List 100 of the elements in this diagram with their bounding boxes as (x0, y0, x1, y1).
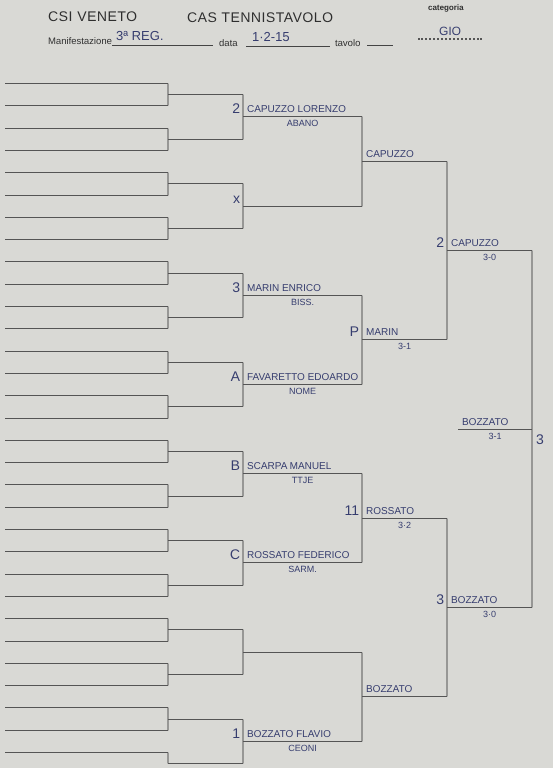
field-label: data (219, 37, 238, 51)
bracket-slot (243, 104, 362, 129)
fill-in-line: GIO (418, 24, 482, 40)
entry-detail: 3-1 (398, 340, 411, 352)
bracket-line (168, 406, 243, 407)
bracket-slot (362, 506, 447, 531)
bracket-line (5, 551, 168, 552)
bracket-line (5, 618, 168, 619)
bracket-slot (447, 595, 532, 620)
bracket-line (5, 462, 168, 463)
field-label: tavolo (335, 37, 360, 51)
bracket-line (243, 652, 362, 653)
bracket-line (5, 172, 168, 173)
bracket-line (5, 83, 168, 84)
player-name: BOZZATO (462, 417, 508, 429)
bracket-line (5, 752, 168, 753)
bracket-line (168, 228, 243, 229)
bracket-line (168, 451, 243, 452)
bracket-connector (242, 473, 244, 497)
entry-detail: CEONI (288, 742, 317, 754)
organization-name: CSI VENETO (48, 7, 138, 26)
bracket-line (5, 373, 168, 374)
bracket-line (5, 596, 168, 597)
bracket-line (5, 574, 168, 575)
bracket-line (5, 641, 168, 642)
bracket-connector (446, 607, 448, 697)
entry-detail: TTJE (292, 474, 314, 486)
bracket-line (168, 674, 243, 675)
bracket-line (168, 94, 243, 95)
bracket-line (5, 217, 168, 218)
player-name: BOZZATO (451, 595, 498, 607)
bracket-line (5, 395, 168, 396)
bracket-line (5, 284, 168, 285)
bracket-slot (243, 461, 362, 486)
bracket-line (5, 195, 168, 196)
handwritten-mark: x (233, 191, 240, 205)
player-name: BOZZATO (366, 684, 412, 696)
bracket-connector (242, 295, 244, 318)
bracket-line (168, 362, 243, 363)
fill-in-line: 1·2-15 (246, 28, 330, 47)
bracket-connector (446, 518, 448, 608)
entry-detail: 3·2 (398, 519, 411, 531)
club-name: CAS TENNISTAVOLO (187, 8, 334, 27)
bracket-line (5, 150, 168, 151)
bracket-slot (243, 550, 362, 575)
bracket-slot (458, 417, 532, 442)
bracket-connector (242, 540, 244, 563)
bracket-line (5, 529, 168, 530)
entry-detail: ABANO (286, 117, 318, 129)
bracket-connector (242, 719, 244, 742)
bracket-line (168, 763, 243, 764)
bracket-slot (243, 729, 362, 754)
bracket-connector (242, 362, 244, 385)
bracket-line (5, 418, 168, 419)
entry-detail: BISS. (290, 296, 314, 308)
handwritten-mark: 2 (232, 101, 240, 115)
bracket-slot (362, 684, 447, 697)
bracket-connector (242, 629, 244, 653)
handwritten-mark: 3 (536, 432, 544, 446)
bracket-line (5, 685, 168, 686)
bracket-line (168, 585, 243, 586)
bracket-line (5, 306, 168, 307)
bracket-slot (447, 238, 532, 263)
player-name: SCARPA MANUEL (247, 461, 332, 473)
bracket-line (5, 484, 168, 485)
player-name: ROSSATO FEDERICO (247, 550, 350, 562)
bracket-line (5, 440, 168, 441)
entry-detail: 3-1 (488, 430, 502, 442)
handwritten-mark: 11 (344, 503, 359, 517)
entry-detail: NOME (289, 385, 316, 397)
bracket-line (168, 540, 243, 541)
bracket-connector (242, 652, 244, 675)
player-name: MARIN (366, 327, 398, 339)
bracket-line (168, 629, 243, 630)
bracket-line (168, 183, 243, 184)
bracket-connector (446, 161, 448, 251)
handwritten-mark: 1 (232, 726, 240, 740)
handwritten-mark: 3 (232, 280, 240, 294)
bracket-line (168, 317, 243, 318)
bracket-line (5, 730, 168, 731)
bracket-slot (362, 327, 447, 352)
bracket-connector (446, 250, 448, 340)
handwritten-mark: B (230, 458, 240, 472)
player-name: CAPUZZO (366, 149, 414, 161)
player-name: CAPUZZO LORENZO (247, 104, 346, 116)
bracket-connector (242, 273, 244, 296)
bracket-connector (242, 562, 244, 586)
bracket-slot (243, 372, 362, 397)
player-name: MARIN ENRICO (247, 283, 321, 295)
bracket-line (5, 707, 168, 708)
player-name: FAVARETTO EDOARDO (247, 372, 358, 384)
bracket-line (5, 128, 168, 129)
player-name: ROSSATO (366, 506, 414, 518)
bracket-line (168, 139, 243, 140)
bracket-connector (242, 741, 244, 764)
field-label: Manifestazione (48, 35, 112, 49)
handwritten-mark: P (350, 324, 359, 338)
bracket-line (168, 273, 243, 274)
bracket-line (5, 351, 168, 352)
bracket-connector (242, 183, 244, 207)
